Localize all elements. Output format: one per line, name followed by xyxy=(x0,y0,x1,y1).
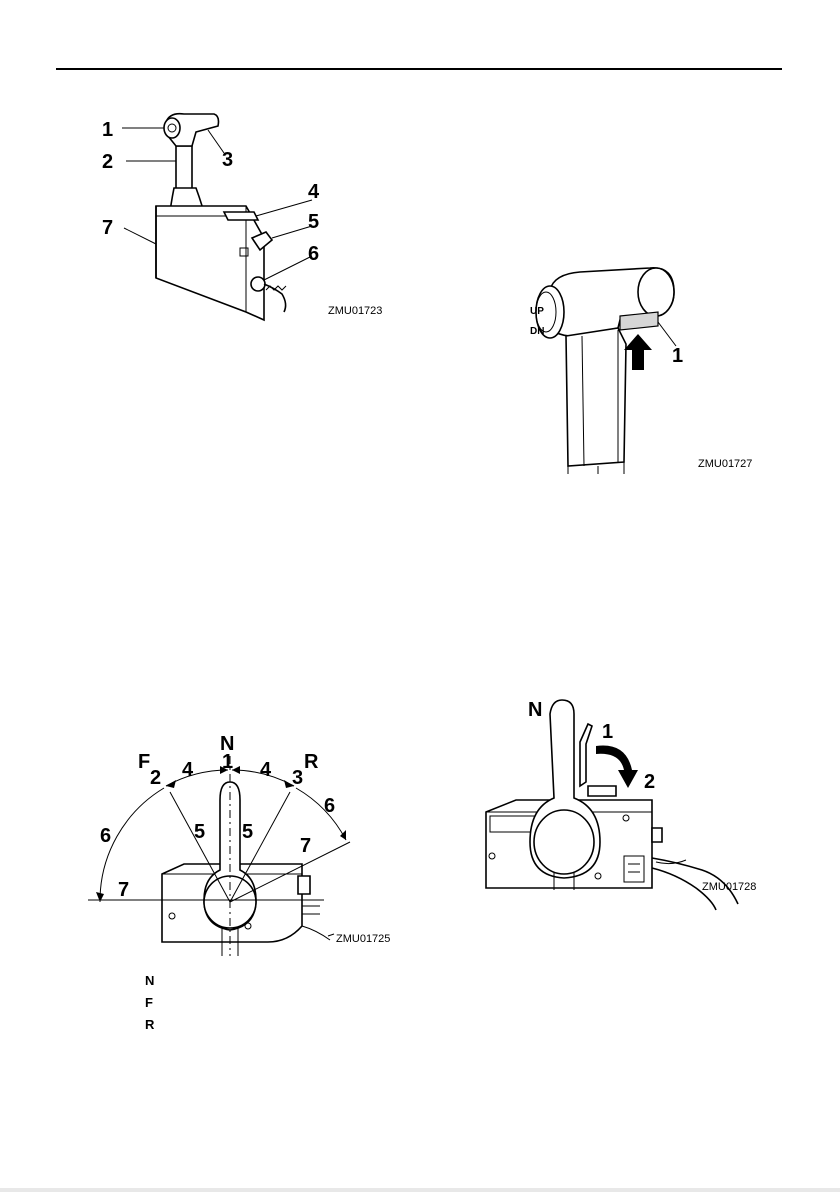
callout-6: 6 xyxy=(308,243,319,265)
switch-dn-label: DN xyxy=(530,326,544,337)
figure-code: ZMU01727 xyxy=(698,458,752,470)
callout-4-right: 4 xyxy=(260,759,272,781)
callout-1: 1 xyxy=(602,721,613,743)
callout-7: 7 xyxy=(102,217,113,239)
page-bottom-edge xyxy=(0,1188,840,1192)
pos-f-label: F xyxy=(138,751,150,773)
callout-4: 4 xyxy=(308,181,320,203)
header-rule xyxy=(56,68,782,70)
callout-4-left: 4 xyxy=(182,759,194,781)
callout-7-left: 7 xyxy=(118,879,129,901)
callout-6-left: 6 xyxy=(100,825,111,847)
figure-control-box: 1 2 3 4 5 6 7 ZMU01723 xyxy=(96,108,396,328)
callout-3: 3 xyxy=(292,767,303,789)
callout-1: 1 xyxy=(102,119,113,141)
pos-n-label: N xyxy=(528,699,542,721)
figure-code: ZMU01723 xyxy=(328,305,382,317)
callout-2: 2 xyxy=(644,771,655,793)
figure-grip-trim-switch: UP DN 1 ZMU01727 xyxy=(520,262,770,484)
figure-code: ZMU01728 xyxy=(702,881,756,893)
callout-5-right: 5 xyxy=(242,821,253,843)
position-legend: N F R xyxy=(145,972,154,1038)
legend-r: R xyxy=(145,1016,154,1038)
callout-5-left: 5 xyxy=(194,821,205,843)
callout-6-right: 6 xyxy=(324,795,335,817)
legend-f: F xyxy=(145,994,154,1016)
figure-shift-positions: N F R 1 2 3 4 4 5 5 6 6 7 7 ZMU01725 xyxy=(88,730,408,962)
callout-1: 1 xyxy=(672,345,683,367)
callout-2: 2 xyxy=(102,151,113,173)
figure-code: ZMU01725 xyxy=(336,933,390,945)
legend-n: N xyxy=(145,972,154,994)
callout-7-right: 7 xyxy=(300,835,311,857)
figure-neutral-lock: N 1 2 ZMU01728 xyxy=(476,692,776,912)
callout-5: 5 xyxy=(308,211,319,233)
callout-2: 2 xyxy=(150,767,161,789)
pos-r-label: R xyxy=(304,751,319,773)
callout-3: 3 xyxy=(222,149,233,171)
switch-up-label: UP xyxy=(530,306,544,317)
callout-1: 1 xyxy=(222,751,233,773)
